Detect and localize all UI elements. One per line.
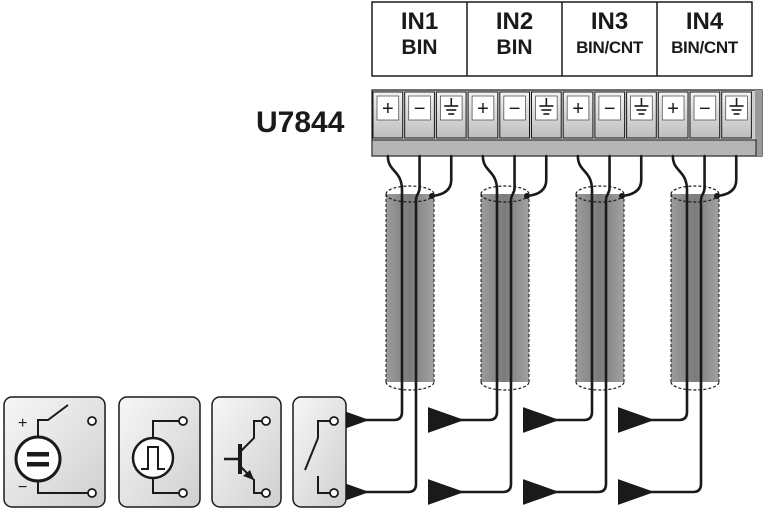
input-type: BIN/CNT — [671, 38, 738, 57]
terminal-5: − — [499, 91, 530, 139]
terminal-11: − — [689, 91, 721, 139]
input-name: IN4 — [685, 8, 724, 35]
cable-shield — [575, 185, 625, 391]
earth-icon — [444, 98, 459, 115]
input-type: BIN — [496, 36, 533, 59]
terminal-12 — [721, 91, 752, 139]
input-header-in4: IN4 BIN/CNT — [657, 2, 752, 60]
input-name: IN2 — [495, 8, 534, 35]
input-type: BIN/CNT — [576, 38, 643, 57]
earth-icon — [634, 98, 649, 115]
input-header-in3: IN3 BIN/CNT — [562, 2, 657, 60]
earth-icon — [539, 98, 554, 115]
signal-wires — [617, 154, 738, 505]
terminal-8: − — [594, 91, 626, 139]
terminal-2: − — [404, 91, 435, 139]
switch-contact-icon — [292, 396, 347, 508]
earth-icon — [729, 98, 744, 115]
terminal-6 — [531, 91, 562, 139]
terminal-1: + — [372, 91, 404, 139]
pulse-generator-icon — [118, 396, 201, 508]
dc-source-switch-icon: + − — [3, 396, 106, 508]
svg-text:−: − — [18, 479, 27, 496]
input-header-in2: IN2 BIN — [467, 2, 562, 60]
terminal-3 — [435, 91, 467, 139]
plus-sign: + — [477, 98, 489, 120]
input-header-table — [371, 1, 753, 77]
terminal-10: + — [657, 91, 689, 139]
minus-sign: − — [414, 98, 426, 120]
plus-sign: + — [667, 98, 679, 120]
transistor-icon — [211, 396, 282, 508]
cable-shield — [670, 185, 720, 391]
plus-sign: + — [382, 98, 394, 120]
input-type: BIN — [401, 36, 438, 59]
terminal-7: + — [562, 91, 594, 139]
signal-wires — [522, 154, 643, 505]
device-model-label: U7844 — [256, 106, 345, 139]
minus-sign: − — [604, 98, 616, 120]
terminal-4: + — [467, 91, 499, 139]
plus-sign: + — [572, 98, 584, 120]
minus-sign: − — [509, 98, 521, 120]
signal-wires — [332, 154, 453, 505]
minus-sign: − — [699, 98, 711, 120]
input-header-in1: IN1 BIN — [372, 2, 467, 60]
input-name: IN1 — [400, 8, 439, 35]
terminal-9 — [626, 91, 657, 139]
signal-wires — [427, 154, 548, 505]
svg-text:+: + — [18, 415, 27, 432]
cable-shield — [480, 185, 530, 391]
cable-shield — [385, 185, 435, 391]
input-name: IN3 — [590, 8, 629, 35]
